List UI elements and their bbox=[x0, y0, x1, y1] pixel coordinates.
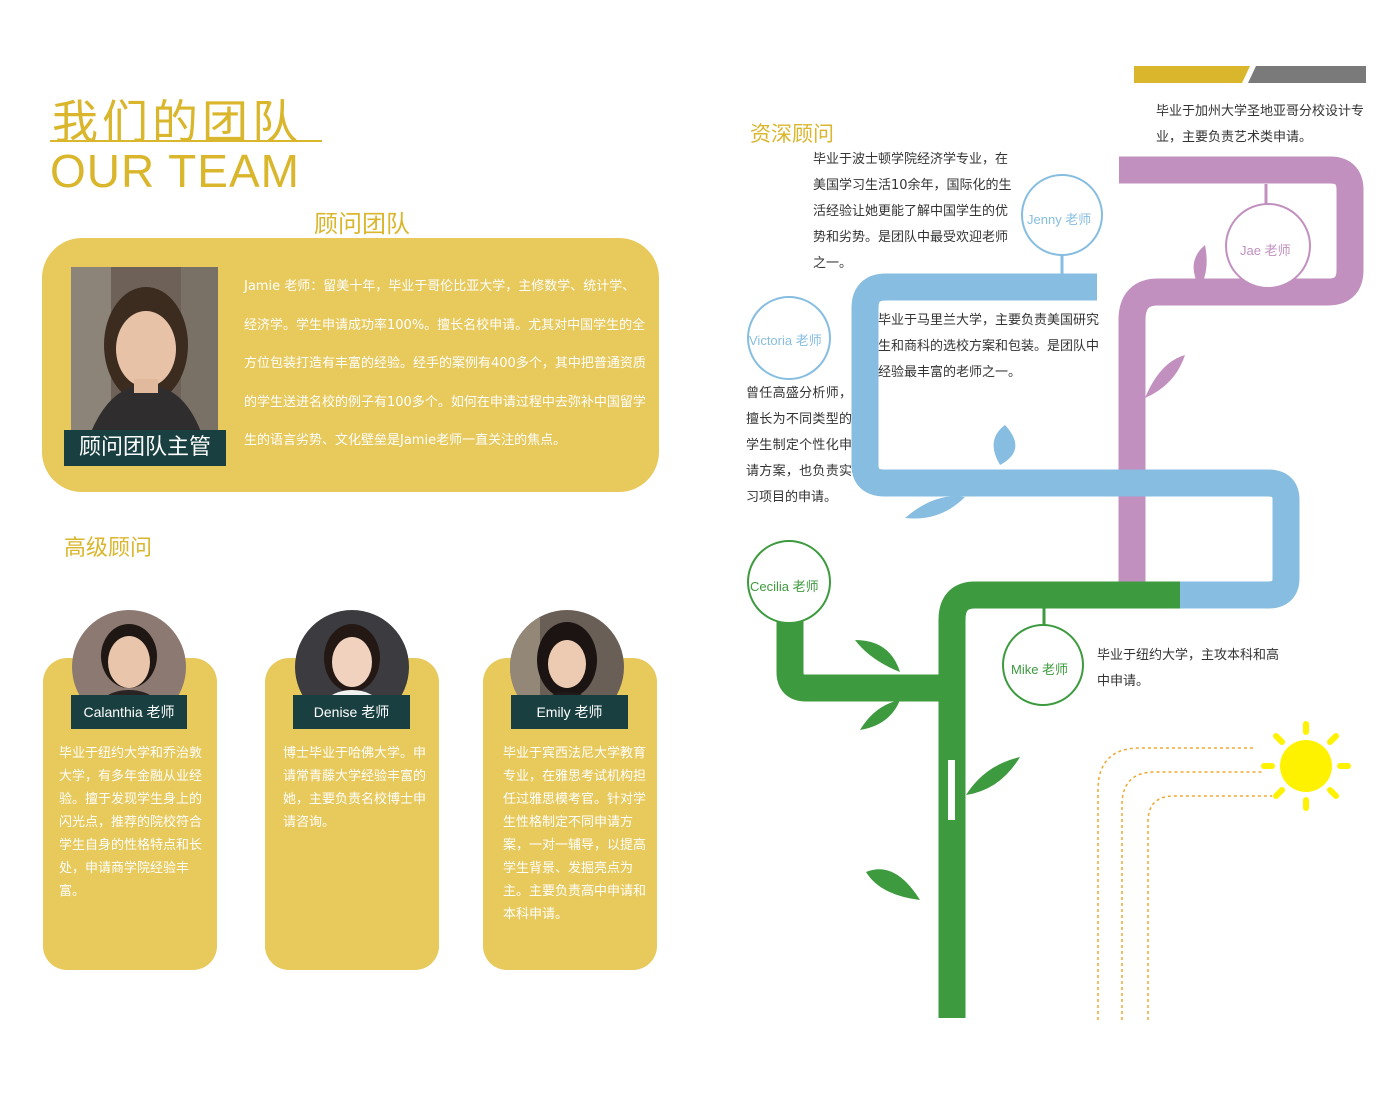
victoria-description-left: 曾任高盛分析师，擅长为不同类型的学生制定个性化申请方案，也负责实习项目的申请。 bbox=[746, 386, 852, 505]
victoria-bubble bbox=[747, 296, 831, 380]
jenny-bubble bbox=[1021, 174, 1103, 256]
sun-icon bbox=[1261, 721, 1351, 811]
advisor-name-emily: Emily 老师 bbox=[511, 695, 628, 729]
veteran-heading: 资深顾问 bbox=[750, 122, 834, 146]
title-underline bbox=[50, 140, 322, 142]
mike-name: Mike 老师 bbox=[1011, 662, 1069, 677]
advisor-name-denise: Denise 老师 bbox=[293, 695, 410, 729]
advisor-text-emily: 毕业于宾西法尼大学教育专业，在雅思考试机构担任过雅思模考官。针对学生性格制定不同… bbox=[503, 746, 647, 922]
victoria-name: Victoria 老师 bbox=[749, 333, 822, 348]
jae-description: 毕业于加州大学圣地亚哥分校设计专业，主要负责艺术类申请。 bbox=[1156, 104, 1365, 145]
cecilia-bubble bbox=[747, 540, 831, 624]
cecilia-name: Cecilia 老师 bbox=[750, 579, 819, 594]
portrait-icon bbox=[71, 267, 218, 432]
leaf-icon bbox=[860, 700, 900, 730]
mike-bubble bbox=[1002, 624, 1084, 706]
green-branch bbox=[776, 620, 940, 702]
jenny-name: Jenny 老师 bbox=[1027, 212, 1092, 227]
advisor-text-denise: 博士毕业于哈佛大学。申请常青藤大学经验丰富的她，主要负责名校博士申请咨询。 bbox=[283, 746, 427, 830]
lead-description: Jamie 老师：留美十年，毕业于哥伦比亚大学，主修数学、统计学、经济学。学生申… bbox=[244, 279, 646, 448]
jae-name: Jae 老师 bbox=[1240, 243, 1291, 258]
leaf-icon bbox=[1193, 245, 1207, 288]
jae-bubble bbox=[1225, 203, 1311, 289]
leaf-icon bbox=[966, 757, 1020, 795]
sun-rays bbox=[1097, 747, 1272, 1020]
victoria-description-right: 毕业于马里兰大学，主要负责美国研究生和商科的选校方案和包装。是团队中经验最丰富的… bbox=[878, 313, 1100, 380]
advisor-name-calanthia: Calanthia 老师 bbox=[71, 695, 187, 729]
leaf-icon bbox=[905, 496, 965, 519]
lead-label: 顾问团队主管 bbox=[64, 430, 226, 466]
green-stem bbox=[938, 581, 1180, 1018]
jenny-description: 毕业于波士顿学院经济学专业，在美国学习生活10余年，国际化的生活经验让她更能了解… bbox=[813, 152, 1012, 271]
leaf-icon bbox=[1145, 355, 1185, 398]
consultant-team-heading: 顾问团队 bbox=[314, 210, 410, 238]
blue-branch bbox=[851, 273, 1300, 609]
mike-description: 毕业于纽约大学，主攻本科和高中申请。 bbox=[1097, 648, 1280, 689]
advisor-text-calanthia: 毕业于纽约大学和乔治敦大学，有多年金融从业经验。擅于发现学生身上的闪光点，推荐的… bbox=[59, 746, 203, 899]
leaf-icon bbox=[993, 425, 1016, 465]
gray-bar bbox=[1248, 66, 1366, 83]
purple-branch bbox=[1118, 156, 1364, 608]
leaf-icon bbox=[866, 869, 920, 900]
page-title-en: OUR TEAM bbox=[50, 145, 300, 197]
lead-photo bbox=[71, 267, 218, 432]
senior-advisors-heading: 高级顾问 bbox=[64, 536, 153, 561]
gold-bar bbox=[1134, 66, 1250, 83]
leaf-icon bbox=[855, 640, 900, 672]
